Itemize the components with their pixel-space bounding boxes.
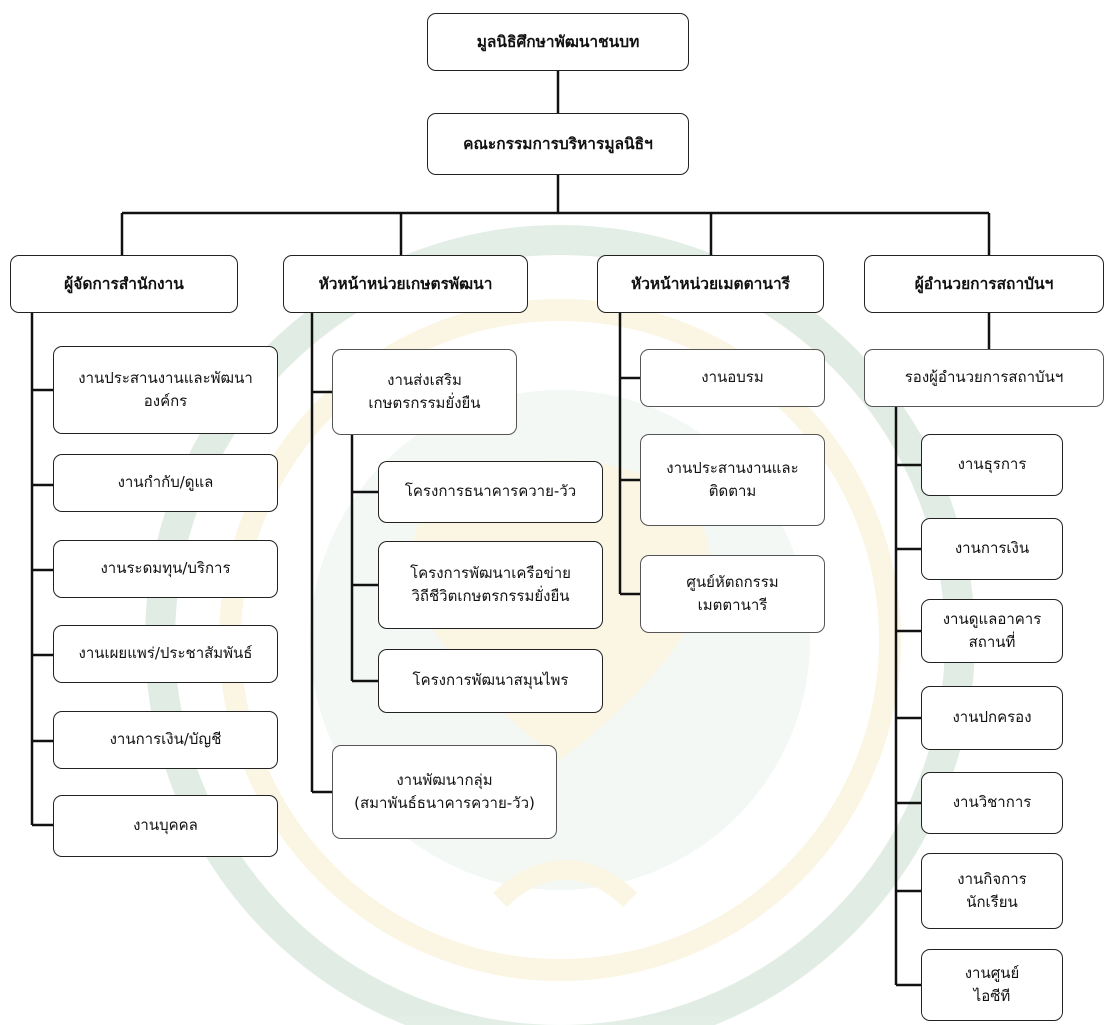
- agri-project-herbs: โครงการพัฒนาสมุนไพร: [378, 649, 603, 713]
- office-item-supervision: งานกำกับ/ดูแล: [53, 454, 278, 512]
- institute-item-discipline: งานปกครอง: [921, 686, 1063, 750]
- institute-item-administration: งานธุรการ: [921, 434, 1063, 496]
- metta-item-handicraft-center: ศูนย์หัตถกรรม เมตตานารี: [640, 555, 825, 633]
- root-box: มูลนิธิศึกษาพัฒนาชนบท: [427, 13, 689, 71]
- office-item-coordination-development: งานประสานงานและพัฒนา องค์กร: [53, 346, 278, 434]
- dept-mettanaree-box: หัวหน้าหน่วยเมตตานารี: [597, 255, 824, 313]
- agri-item-sustainable-agriculture: งานส่งเสริม เกษตรกรรมยั่งยืน: [332, 349, 517, 435]
- agri-item-group-development: งานพัฒนากลุ่ม (สมาพันธ์ธนาคารควาย-วัว): [332, 745, 557, 839]
- institute-item-academic: งานวิชาการ: [921, 772, 1063, 834]
- institute-deputy-director-box: รองผู้อำนวยการสถาบันฯ: [864, 349, 1104, 407]
- metta-item-training: งานอบรม: [640, 349, 825, 407]
- dept-institute-director-box: ผู้อำนวยการสถาบันฯ: [864, 255, 1104, 313]
- agri-project-buffalo-cow-bank: โครงการธนาคารควาย-วัว: [378, 461, 603, 523]
- office-item-personnel: งานบุคคล: [53, 795, 278, 857]
- board-box: คณะกรรมการบริหารมูลนิธิฯ: [427, 113, 689, 175]
- institute-item-student-affairs: งานกิจการ นักเรียน: [921, 853, 1063, 929]
- dept-agri-dev-box: หัวหน้าหน่วยเกษตรพัฒนา: [283, 255, 528, 313]
- office-item-finance-accounting: งานการเงิน/บัญชี: [53, 711, 278, 769]
- institute-item-finance: งานการเงิน: [921, 518, 1063, 580]
- dept-office-manager-box: ผู้จัดการสำนักงาน: [10, 255, 238, 313]
- institute-item-buildings: งานดูแลอาคาร สถานที่: [921, 599, 1063, 663]
- institute-item-ict-center: งานศูนย์ ไอซีที: [921, 949, 1063, 1021]
- office-item-public-relations: งานเผยแพร่/ประชาสัมพันธ์: [53, 625, 278, 683]
- agri-project-network-development: โครงการพัฒนาเครือข่าย วิถีชีวิตเกษตรกรรม…: [378, 541, 603, 629]
- office-item-fundraising: งานระดมทุน/บริการ: [53, 540, 278, 598]
- metta-item-coordination-followup: งานประสานงานและ ติดตาม: [640, 434, 825, 526]
